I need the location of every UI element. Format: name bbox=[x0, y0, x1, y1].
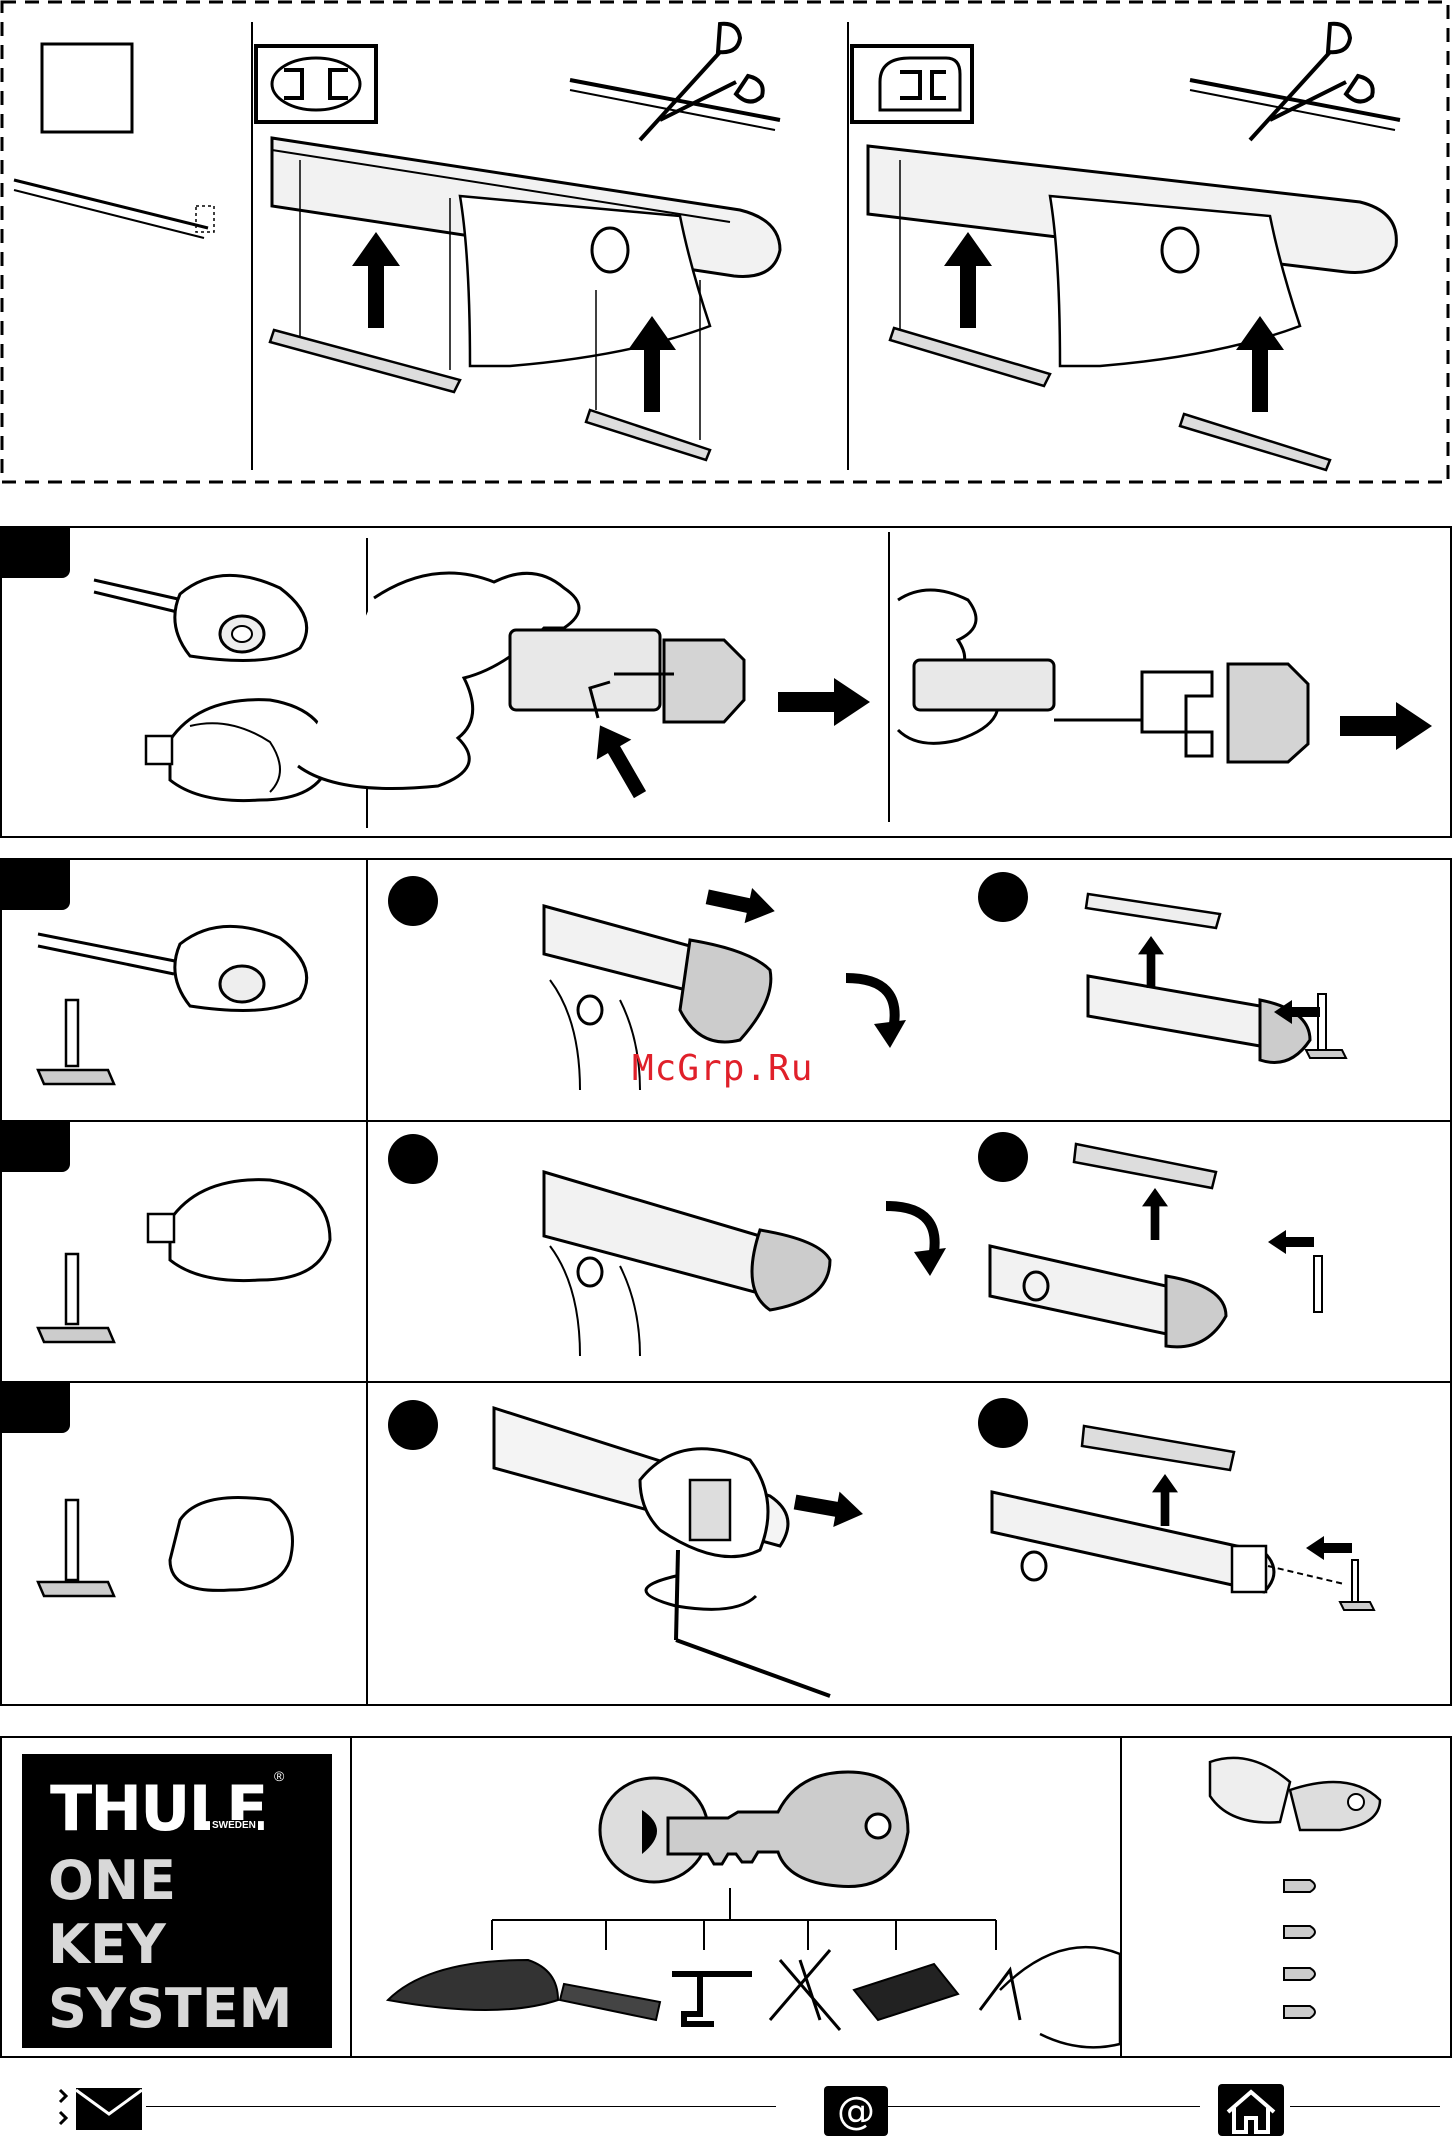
end-cap-with-bolt-illustration bbox=[30, 1490, 340, 1610]
footer-line bbox=[1290, 2106, 1440, 2107]
brand-panel: THULE ® SWEDEN ONE KEY SYSTEM bbox=[22, 1754, 332, 2048]
divider bbox=[366, 860, 368, 1704]
rotate-arrow-icon bbox=[840, 968, 910, 1048]
arrow-up-icon bbox=[1236, 316, 1284, 412]
arrow-right-icon bbox=[1340, 702, 1432, 750]
brand-registered-mark: ® bbox=[274, 1768, 284, 1784]
bar-end-allen-key-illustration bbox=[490, 1400, 850, 1700]
bar-slot-step-illustration bbox=[1080, 890, 1420, 1090]
divider bbox=[350, 1738, 352, 2056]
step-badge bbox=[2, 860, 70, 910]
arrow-up-icon bbox=[944, 232, 992, 328]
step-number-dot bbox=[388, 876, 438, 926]
brand-logo: THULE bbox=[50, 1772, 266, 1845]
brand-line-1: ONE bbox=[48, 1854, 176, 1908]
arrow-up-icon bbox=[628, 316, 676, 412]
brand-origin: SWEDEN bbox=[210, 1820, 258, 1831]
bar-illustration-a bbox=[260, 110, 820, 470]
end-cap-with-bolt-illustration bbox=[30, 1180, 340, 1360]
brand-line-3: SYSTEM bbox=[48, 1982, 292, 2036]
divider bbox=[888, 532, 890, 822]
footer-line bbox=[870, 2106, 1200, 2107]
home-icon bbox=[1218, 2084, 1284, 2136]
end-cap-illustration bbox=[90, 560, 340, 820]
row-divider bbox=[2, 1120, 1450, 1122]
lock-cylinder-illustration bbox=[1200, 1750, 1390, 2040]
arrow-up-icon bbox=[1138, 936, 1164, 988]
arrow-up-icon bbox=[1142, 1188, 1168, 1240]
arrow-right-icon bbox=[778, 678, 870, 726]
end-cap-with-bolt-illustration bbox=[30, 920, 340, 1100]
step-number-dot bbox=[388, 1134, 438, 1184]
key-icon bbox=[598, 1770, 908, 1890]
envelope-icon bbox=[56, 2084, 146, 2132]
cap-disassembled-illustration bbox=[898, 580, 1338, 780]
email-at-symbol: @ bbox=[837, 2089, 875, 2133]
rotate-arrow-icon bbox=[880, 1196, 950, 1276]
watermark-text: McGrp.Ru bbox=[632, 1048, 813, 1089]
arrow-up-icon bbox=[1152, 1474, 1178, 1526]
arrow-up-icon bbox=[352, 232, 400, 328]
step-badge bbox=[2, 1122, 70, 1172]
brand-line-2: KEY bbox=[48, 1918, 166, 1972]
step-badge bbox=[2, 528, 70, 578]
step-badge bbox=[2, 1383, 70, 1433]
footer-line bbox=[146, 2106, 776, 2107]
bar-end-step-illustration bbox=[540, 1166, 920, 1366]
step-number-dot bbox=[388, 1400, 438, 1450]
arrow-right-icon bbox=[1274, 1000, 1320, 1024]
step-number-dot bbox=[978, 872, 1028, 922]
arrow-right-icon bbox=[1306, 1536, 1352, 1560]
email-at-icon: @ bbox=[824, 2086, 888, 2136]
arrow-right-icon bbox=[1268, 1230, 1314, 1254]
key-compatibility-tree bbox=[360, 1880, 1110, 2050]
row-divider bbox=[2, 1381, 1450, 1383]
